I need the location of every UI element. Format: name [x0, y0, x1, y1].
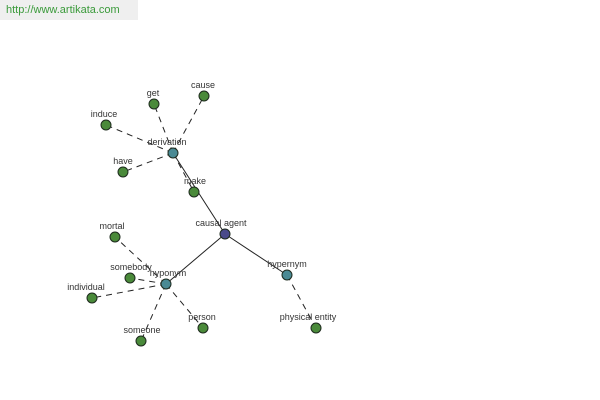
node-dot-somebody[interactable] [124, 272, 136, 284]
node-label-physical-entity: physical entity [280, 312, 337, 322]
node-causal-agent[interactable]: causal agent [195, 218, 247, 240]
node-dot-causal-agent[interactable] [219, 228, 231, 240]
edge-hyponym-mortal [114, 236, 167, 285]
node-cause[interactable]: cause [191, 80, 215, 102]
node-mortal[interactable]: mortal [99, 221, 125, 243]
edge-causal-agent-hyponym [165, 233, 226, 285]
node-make[interactable]: make [184, 176, 206, 198]
node-person[interactable]: person [188, 312, 216, 334]
node-induce[interactable]: induce [91, 109, 118, 131]
node-hypernym[interactable]: hypernym [267, 259, 307, 281]
edge-derivation-have [122, 152, 174, 173]
node-label-somebody: somebody [110, 262, 152, 272]
node-dot-make[interactable] [188, 186, 200, 198]
node-label-induce: induce [91, 109, 118, 119]
node-dot-cause[interactable] [198, 90, 210, 102]
node-dot-mortal[interactable] [109, 231, 121, 243]
edge-causal-agent-hypernym [224, 233, 288, 276]
node-derivation[interactable]: derivation [147, 137, 187, 159]
edge-derivation-make [172, 152, 195, 193]
node-have[interactable]: have [113, 156, 133, 178]
node-dot-derivation[interactable] [167, 147, 179, 159]
node-dot-have[interactable] [117, 166, 129, 178]
edge-hyponym-individual [91, 283, 167, 299]
node-label-derivation: derivation [147, 137, 186, 147]
node-label-make: make [184, 176, 206, 186]
node-label-get: get [147, 88, 160, 98]
node-hyponym[interactable]: hyponym [150, 268, 187, 290]
node-dot-get[interactable] [148, 98, 160, 110]
node-label-person: person [188, 312, 216, 322]
node-label-someone: someone [123, 325, 160, 335]
node-individual[interactable]: individual [67, 282, 105, 304]
node-label-causal-agent: causal agent [195, 218, 247, 228]
node-get[interactable]: get [147, 88, 160, 110]
node-somebody[interactable]: somebody [110, 262, 152, 284]
node-someone[interactable]: someone [123, 325, 161, 347]
node-dot-person[interactable] [197, 322, 209, 334]
node-dot-someone[interactable] [135, 335, 147, 347]
node-physical-entity[interactable]: physical entity [280, 312, 337, 334]
graph-nodes: causal agent derivation hyponym hypernym get… [67, 80, 337, 347]
node-dot-hypernym[interactable] [281, 269, 293, 281]
edge-hyponym-person [165, 283, 204, 329]
node-dot-individual[interactable] [86, 292, 98, 304]
node-dot-physical-entity[interactable] [310, 322, 322, 334]
graph-edges [91, 95, 317, 342]
node-label-individual: individual [67, 282, 105, 292]
node-label-mortal: mortal [99, 221, 124, 231]
node-dot-hyponym[interactable] [160, 278, 172, 290]
edge-derivation-induce [105, 124, 174, 154]
node-label-hyponym: hyponym [150, 268, 187, 278]
node-label-hypernym: hypernym [267, 259, 307, 269]
edge-derivation-get [153, 103, 174, 154]
node-label-have: have [113, 156, 133, 166]
node-dot-induce[interactable] [100, 119, 112, 131]
node-label-cause: cause [191, 80, 215, 90]
source-link[interactable]: http://www.artikata.com [0, 0, 138, 20]
